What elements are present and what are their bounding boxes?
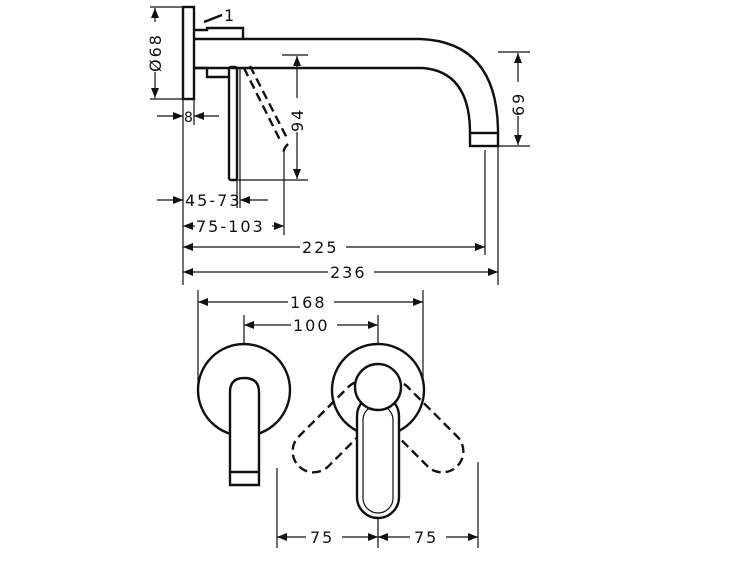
angle-marker-label: 1 xyxy=(224,6,236,25)
dim-236-label: 236 xyxy=(330,263,367,282)
side-view: 1 Ø68 8 94 69 45-73 75-103 225 xyxy=(146,5,530,285)
mixer-knob xyxy=(353,362,403,412)
dim-75-right-label: 75 xyxy=(414,528,438,547)
dim-168-label: 168 xyxy=(290,293,327,312)
dim-69-label: 69 xyxy=(509,92,528,116)
dim-diameter-label: Ø68 xyxy=(146,33,165,72)
extension-lines xyxy=(150,6,530,285)
dim-thickness-label: 8 xyxy=(184,110,193,126)
dim-75-left-label: 75 xyxy=(310,528,334,547)
dim-75-103-label: 75-103 xyxy=(196,217,265,236)
dim-225-label: 225 xyxy=(302,238,339,257)
spout-outlet xyxy=(468,131,500,148)
body-upper xyxy=(194,26,245,39)
body-lower xyxy=(194,66,228,79)
spout-front xyxy=(228,376,261,487)
spout xyxy=(194,37,500,134)
front-extension-lines xyxy=(197,290,479,548)
lever-side xyxy=(227,65,239,182)
front-view: 168 100 75 75 xyxy=(196,290,479,548)
lever-swing-dashed xyxy=(242,65,290,156)
wall-rosette xyxy=(181,5,196,101)
angle-marker-line xyxy=(203,13,223,24)
dim-45-73-label: 45-73 xyxy=(185,191,242,210)
dim-94-label: 94 xyxy=(288,108,307,132)
dim-100-label: 100 xyxy=(293,316,330,335)
